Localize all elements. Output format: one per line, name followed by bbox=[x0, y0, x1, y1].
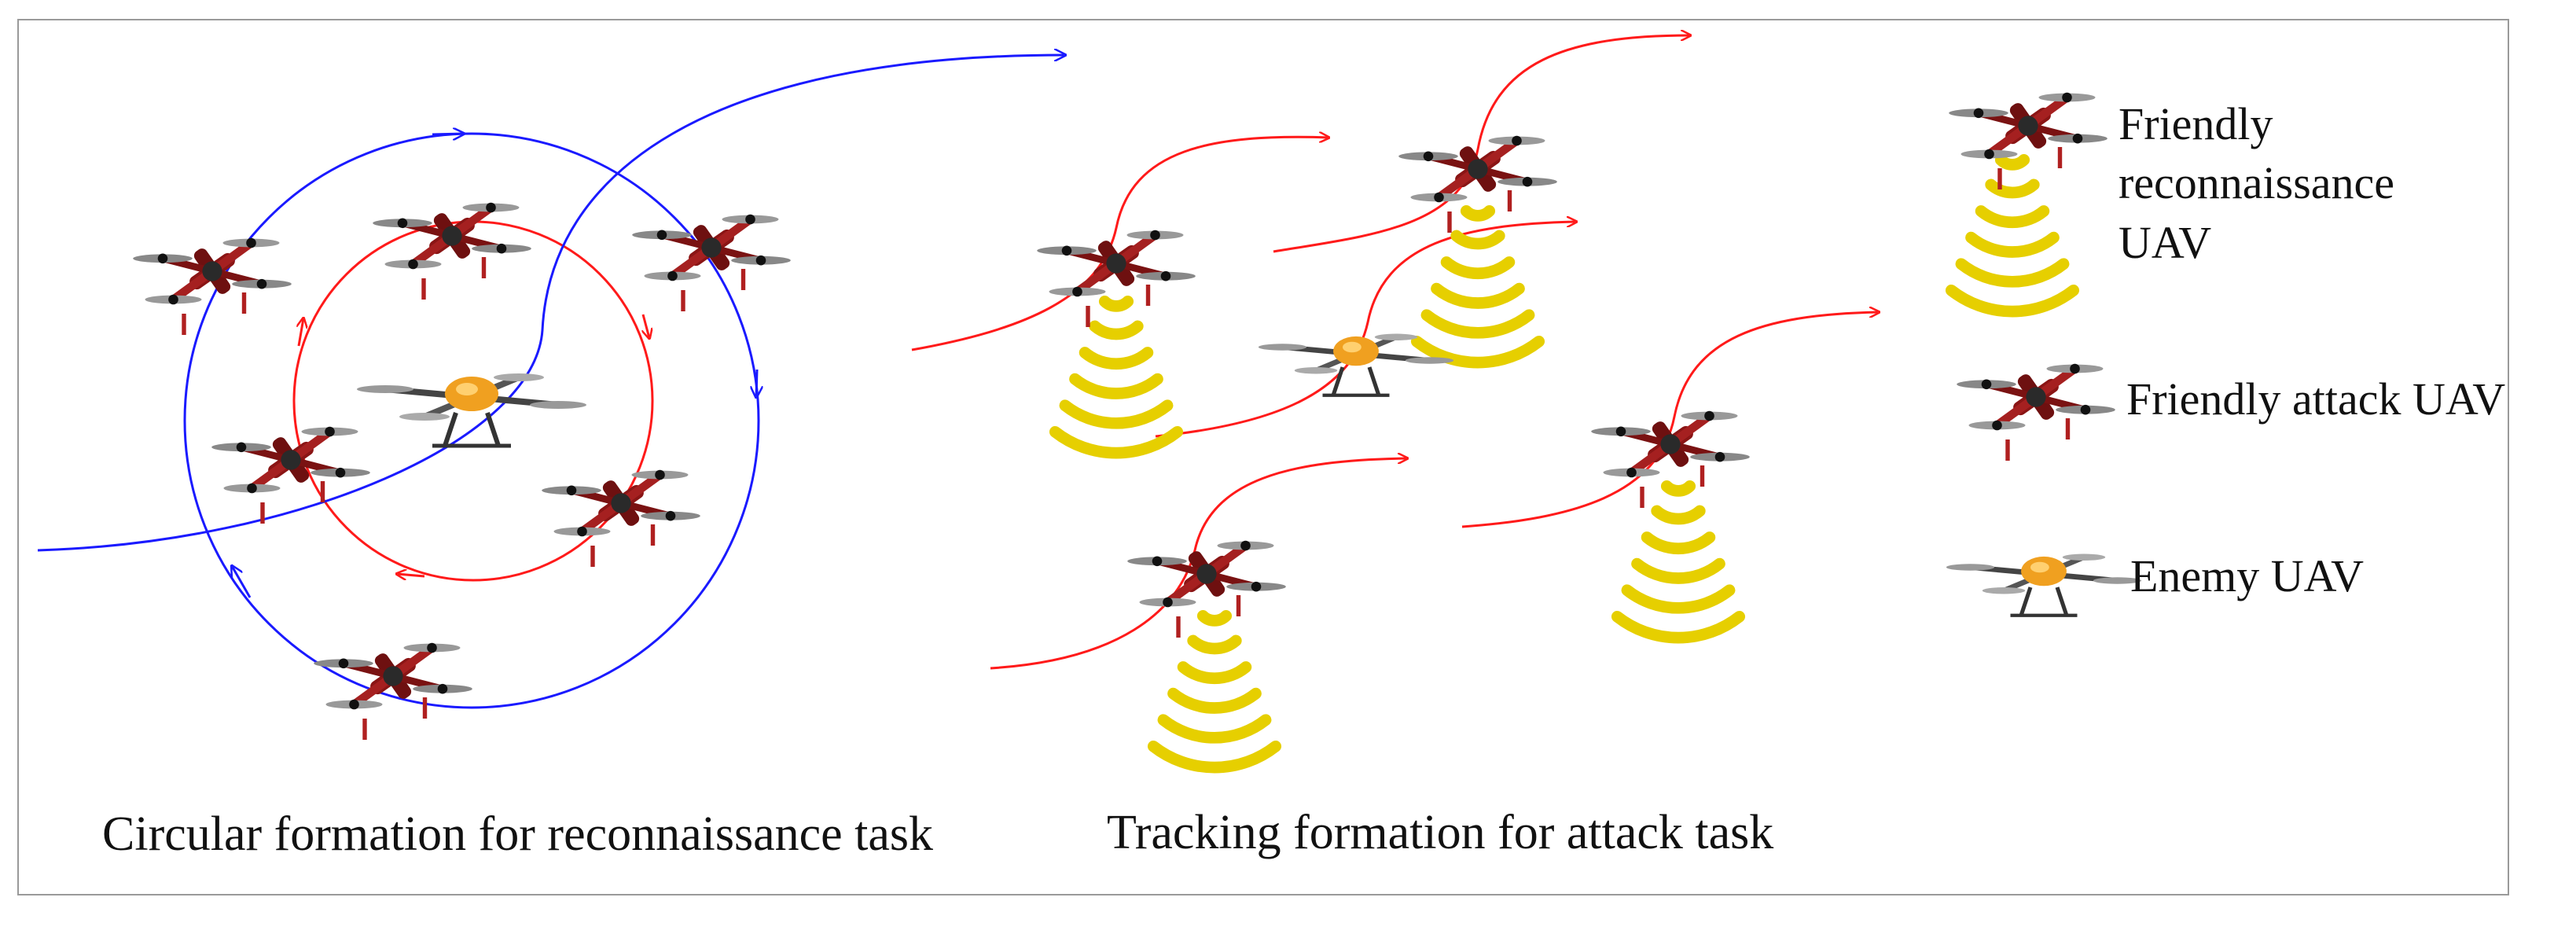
track-path bbox=[990, 458, 1407, 670]
legend-recon-line1: Friendly bbox=[2118, 98, 2273, 149]
inner-orbit-arrow-bottom bbox=[397, 574, 425, 576]
legend-enemy-label: Enemy UAV bbox=[2130, 550, 2364, 601]
signal-cone bbox=[1417, 211, 1538, 362]
friendly-recon-drone bbox=[1037, 230, 1196, 327]
track-path bbox=[1273, 35, 1690, 253]
caption-circular-formation: Circular formation for reconnaissance ta… bbox=[102, 807, 934, 861]
legend-attack-label: Friendly attack UAV bbox=[2126, 373, 2506, 425]
legend-attack-drone-icon bbox=[1957, 364, 2115, 461]
inner-orbit-arrow-right bbox=[643, 314, 649, 338]
figure-border bbox=[17, 19, 2509, 895]
legend-recon-line2: reconnaissance bbox=[2118, 157, 2395, 209]
track-path bbox=[911, 137, 1328, 351]
legend-recon-label: Friendly reconnaissance UAV bbox=[2118, 94, 2394, 272]
track-path bbox=[1461, 312, 1879, 528]
legend-signal-cone bbox=[1951, 160, 2073, 311]
signal-cone bbox=[1153, 616, 1275, 767]
inner-orbit-arrow-left bbox=[299, 318, 303, 347]
tracking-formation bbox=[911, 35, 1879, 767]
enemy-drone bbox=[357, 373, 586, 446]
caption-tracking-formation: Tracking formation for attack task bbox=[1107, 806, 1774, 859]
legend-enemy-drone-icon bbox=[1946, 554, 2141, 616]
signal-cone bbox=[1617, 486, 1739, 638]
outer-orbit-arrow-right bbox=[756, 369, 757, 397]
outer-orbit-path bbox=[183, 132, 760, 709]
track-path bbox=[1155, 222, 1576, 438]
signal-cone bbox=[1055, 301, 1177, 453]
circular-formation bbox=[37, 55, 1065, 740]
friendly-attack-drone bbox=[211, 427, 370, 524]
legend bbox=[1946, 93, 2141, 616]
friendly-attack-drone bbox=[542, 470, 700, 567]
legend-recon-drone-icon bbox=[1949, 93, 2107, 189]
friendly-attack-drone bbox=[314, 643, 472, 740]
outer-orbit-arrow-left bbox=[232, 566, 252, 598]
legend-recon-line3: UAV bbox=[2118, 216, 2212, 268]
friendly-attack-drone bbox=[133, 238, 292, 335]
friendly-attack-drone bbox=[373, 203, 531, 300]
transit-path bbox=[37, 55, 1065, 552]
